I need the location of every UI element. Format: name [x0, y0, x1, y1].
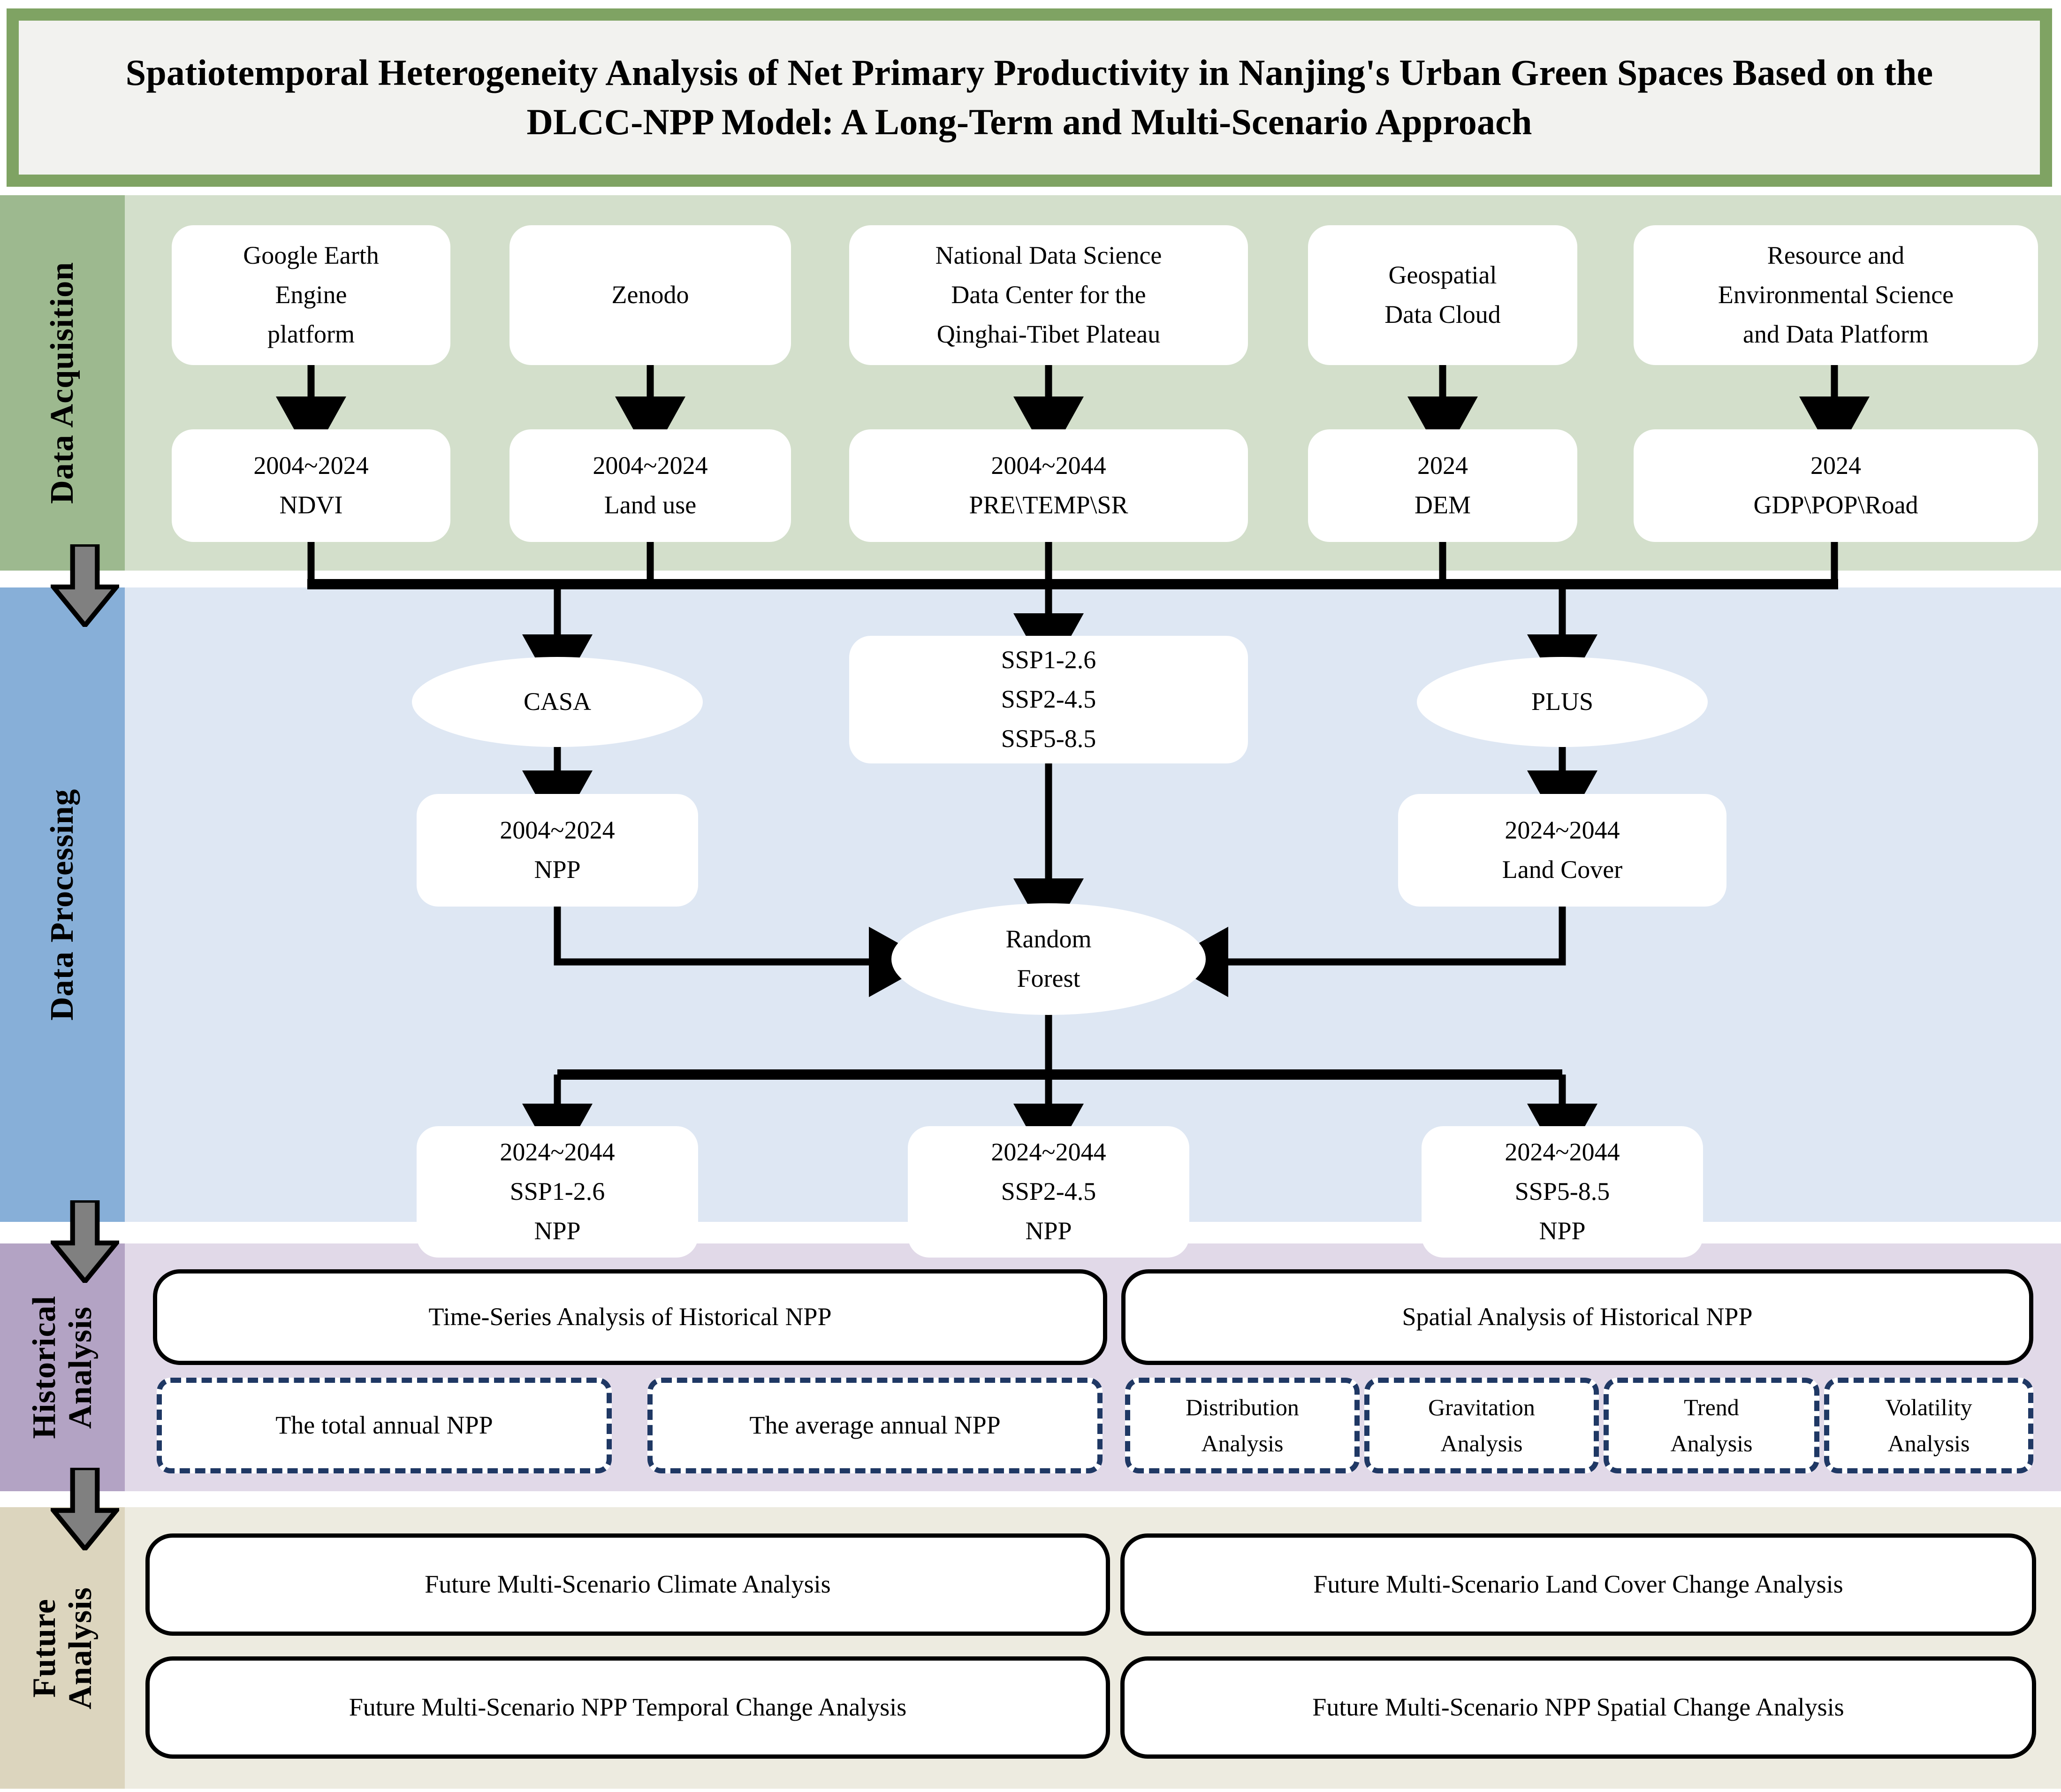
future-item-land-cover-change-analysis[interactable]: Future Multi-Scenario Land Cover Change … — [1120, 1533, 2036, 1636]
sidebar-future: Future Analysis — [0, 1507, 125, 1789]
sidebar-acquisition-label: Data Acquisition — [44, 262, 80, 504]
page-title: Spatiotemporal Heterogeneity Analysis of… — [125, 52, 1933, 142]
sidebar-historical: Historical Analysis — [0, 1243, 125, 1491]
model-ellipse-casa[interactable]: CASA — [412, 657, 703, 747]
future-item-npp-spatial-change-analysis[interactable]: Future Multi-Scenario NPP Spatial Change… — [1120, 1656, 2036, 1759]
sidebar-future-label-2: Analysis — [62, 1586, 99, 1709]
stage-arrow-historical-to-future — [51, 1468, 119, 1550]
sidebar-historical-label-1: Historical — [26, 1296, 62, 1439]
sidebar-acquisition: Data Acquisition — [0, 195, 125, 571]
sidebar-historical-label-2: Analysis — [62, 1306, 99, 1429]
historical-header-time-series[interactable]: Time-Series Analysis of Historical NPP — [153, 1269, 1107, 1365]
historical-method-average-annual-npp[interactable]: The average annual NPP — [647, 1378, 1103, 1473]
sidebar-future-label-1: Future — [26, 1598, 62, 1698]
historical-header-spatial[interactable]: Spatial Analysis of Historical NPP — [1121, 1269, 2033, 1365]
historical-method-total-annual-npp[interactable]: The total annual NPP — [157, 1378, 612, 1473]
model-ellipse-plus[interactable]: PLUS — [1417, 657, 1708, 747]
stage-arrow-processing-to-historical — [51, 1200, 119, 1283]
source-box-zenodo[interactable]: Zenodo — [510, 225, 791, 365]
figure-title-box: Spatiotemporal Heterogeneity Analysis of… — [7, 8, 2052, 187]
sidebar-processing: Data Processing — [0, 587, 125, 1222]
future-item-npp-temporal-change-analysis[interactable]: Future Multi-Scenario NPP Temporal Chang… — [145, 1656, 1110, 1759]
stage-arrow-acquisition-to-processing — [51, 544, 119, 627]
future-item-climate-analysis[interactable]: Future Multi-Scenario Climate Analysis — [145, 1533, 1110, 1636]
sidebar-processing-label: Data Processing — [44, 789, 80, 1021]
